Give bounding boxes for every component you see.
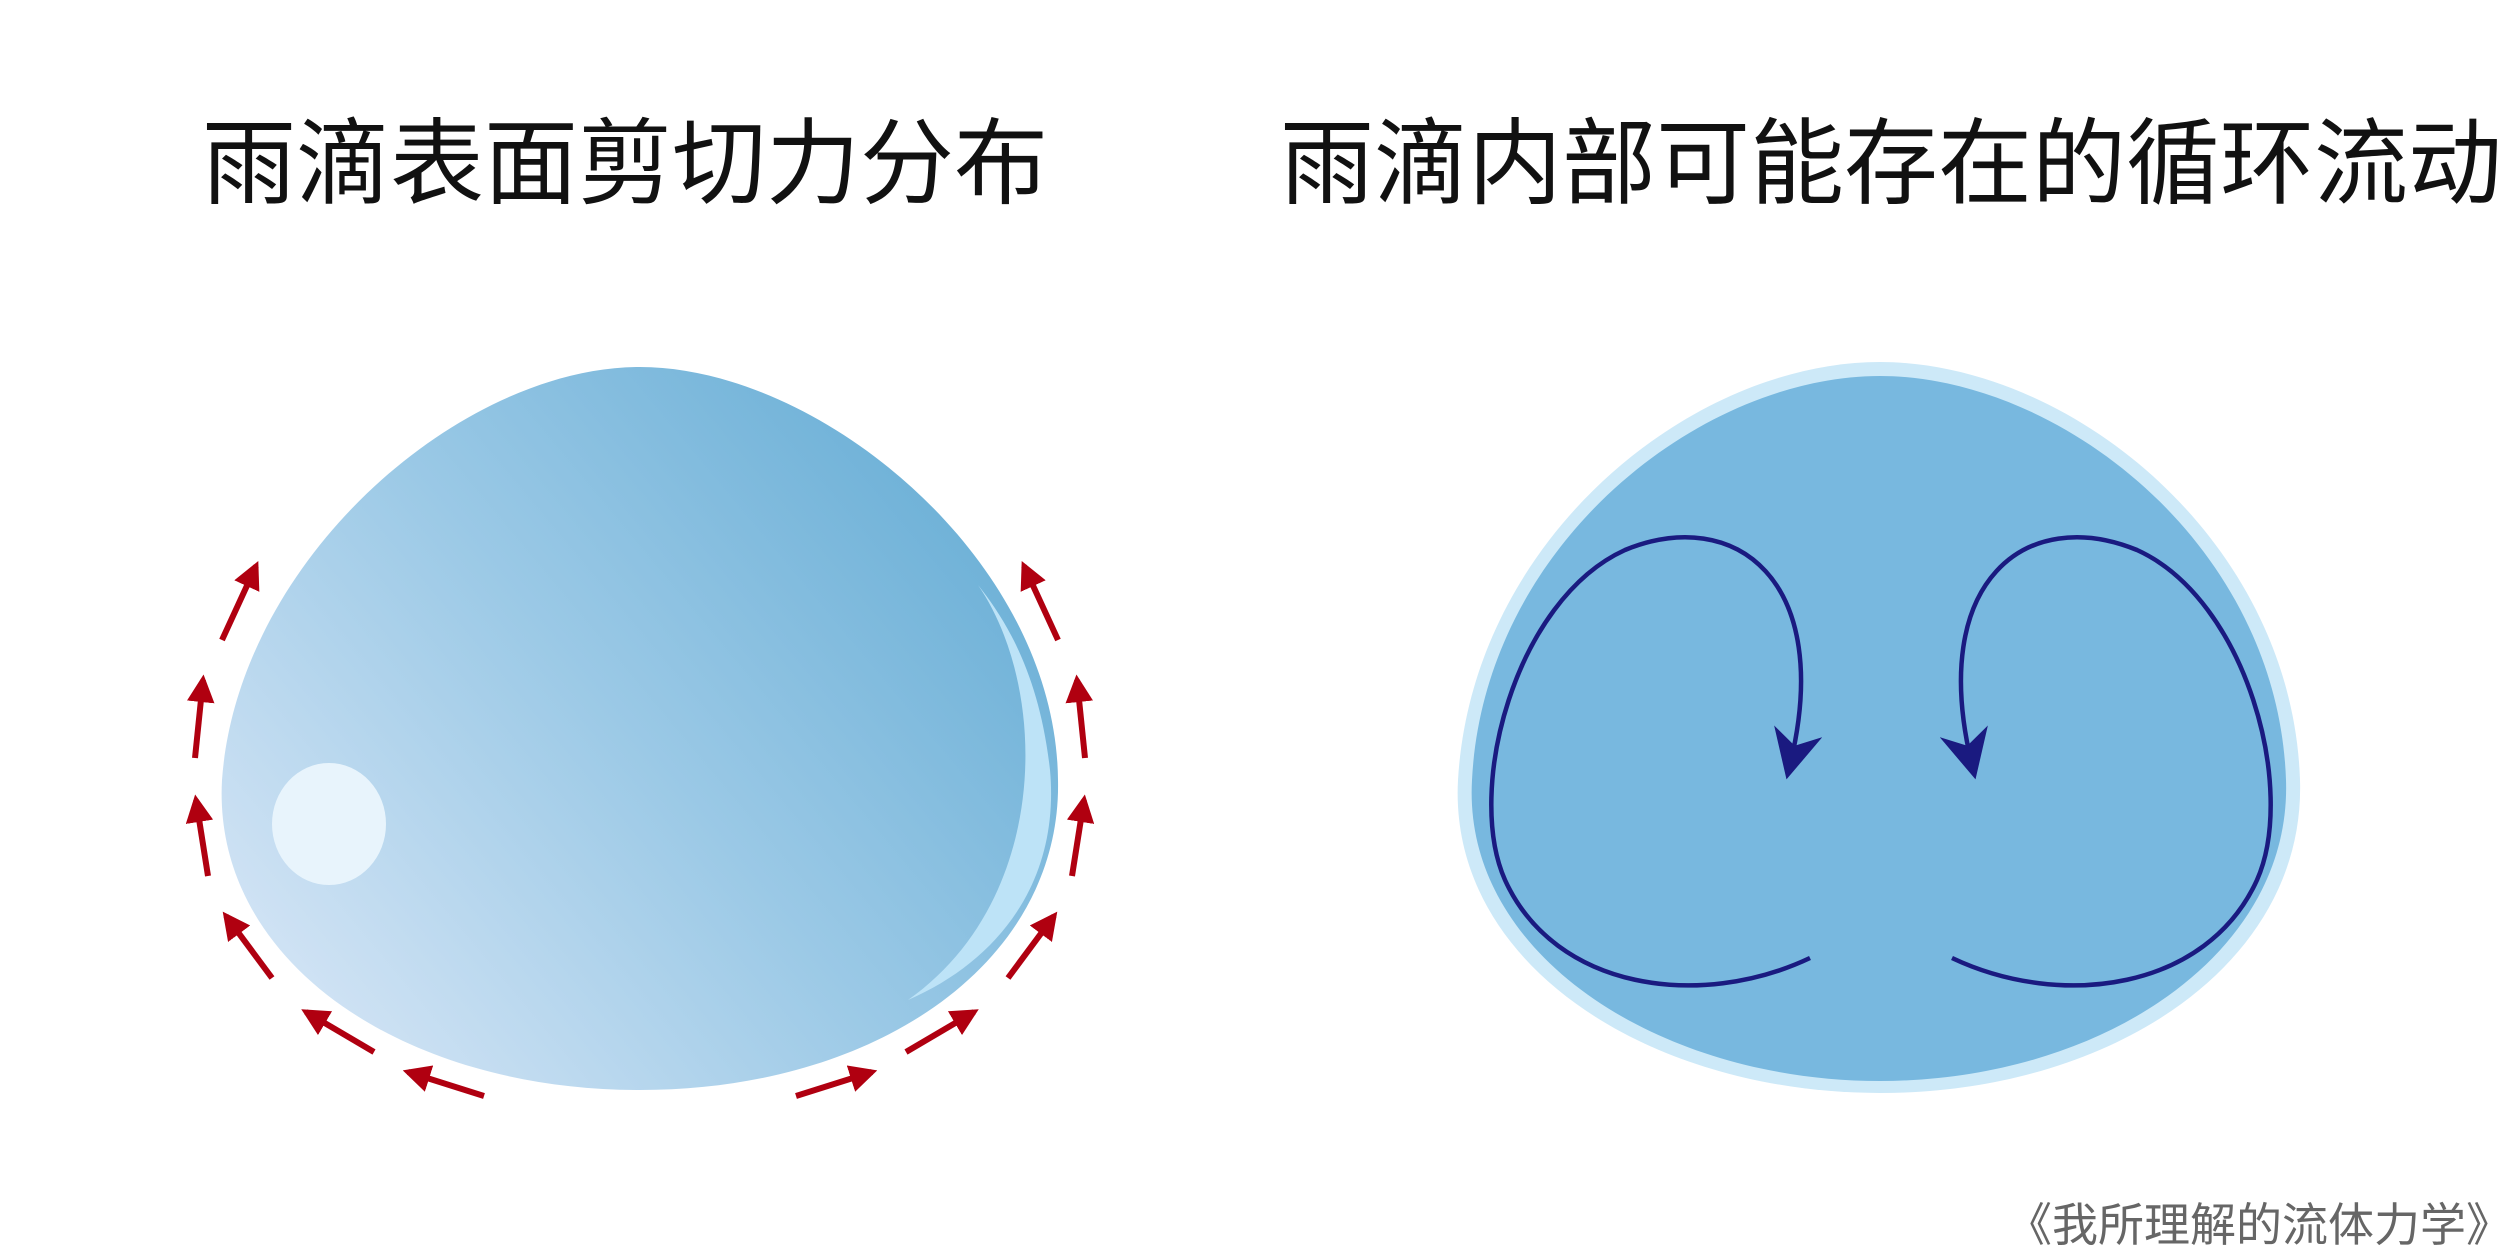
right-raindrop-group (1457, 362, 2301, 1093)
raindrop-highlight-spot (272, 763, 386, 885)
left-panel-title: 雨滴表面剪切力分布 (201, 110, 1048, 219)
shear-arrow (222, 911, 275, 980)
shear-arrow (1005, 911, 1058, 980)
shear-arrow (219, 560, 260, 642)
circulation-arrow-right (1939, 535, 2273, 988)
raindrop-rim-highlight (908, 585, 1052, 1000)
shear-arrow (402, 1065, 485, 1099)
shear-arrow (1066, 794, 1095, 877)
raindrop-body (1471, 376, 2287, 1081)
shear-arrow (1065, 674, 1093, 759)
shear-arrows-right-side (795, 560, 1095, 1099)
shear-arrow (904, 1009, 979, 1055)
shear-arrow (1020, 560, 1061, 642)
shear-arrow (301, 1009, 376, 1055)
shear-arrows-left-side (185, 560, 485, 1099)
source-credit: 《我所理解的流体力学》 (2006, 1198, 2512, 1252)
shear-arrow (187, 674, 215, 759)
circulation-arrow-left (1489, 535, 1823, 988)
shear-arrow (795, 1065, 878, 1099)
shear-arrow (185, 794, 214, 877)
left-raindrop-group (185, 367, 1095, 1099)
raindrop-body (221, 367, 1059, 1090)
right-panel-title: 雨滴内部可能存在的循环流动 (1280, 110, 2503, 219)
